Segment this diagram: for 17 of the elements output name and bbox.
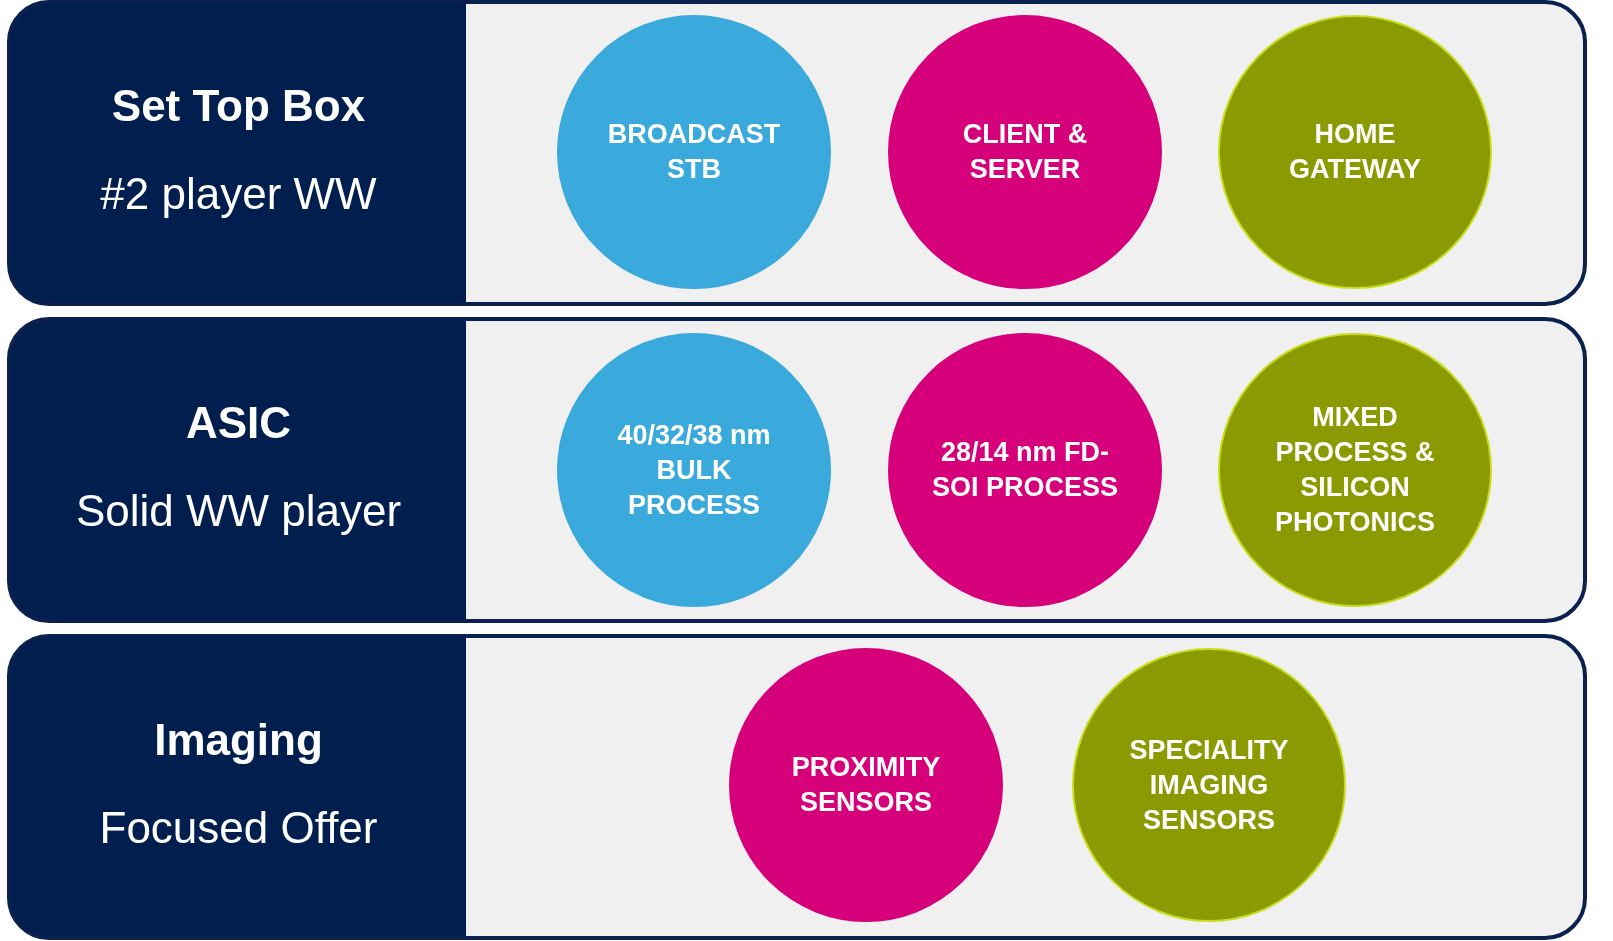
row-subtitle: Solid WW player (74, 485, 403, 537)
circle-label: CLIENT & SERVER (961, 118, 1089, 186)
row-title: Imaging (153, 714, 324, 766)
row-panel (7, 634, 1587, 940)
row-subtitle: #2 player WW (99, 168, 378, 220)
circle-label: SPECIALITY IMAGING SENSORS (1128, 733, 1290, 837)
row-title: ASIC (184, 397, 293, 449)
row-panel (7, 0, 1587, 306)
row-title: Set Top Box (110, 80, 367, 132)
circle-label: 28/14 nm FD-SOI PROCESS (930, 436, 1119, 504)
circle-label: 40/32/38 nm BULK PROCESS (616, 418, 772, 522)
row-panel (7, 317, 1587, 623)
circle-label: MIXED PROCESS & SILICON PHOTONICS (1274, 401, 1436, 539)
row-subtitle: Focused Offer (98, 802, 379, 854)
circle-label: HOME GATEWAY (1288, 118, 1422, 186)
circle-label: BROADCAST STB (606, 118, 782, 186)
circle-label: PROXIMITY SENSORS (790, 751, 942, 819)
